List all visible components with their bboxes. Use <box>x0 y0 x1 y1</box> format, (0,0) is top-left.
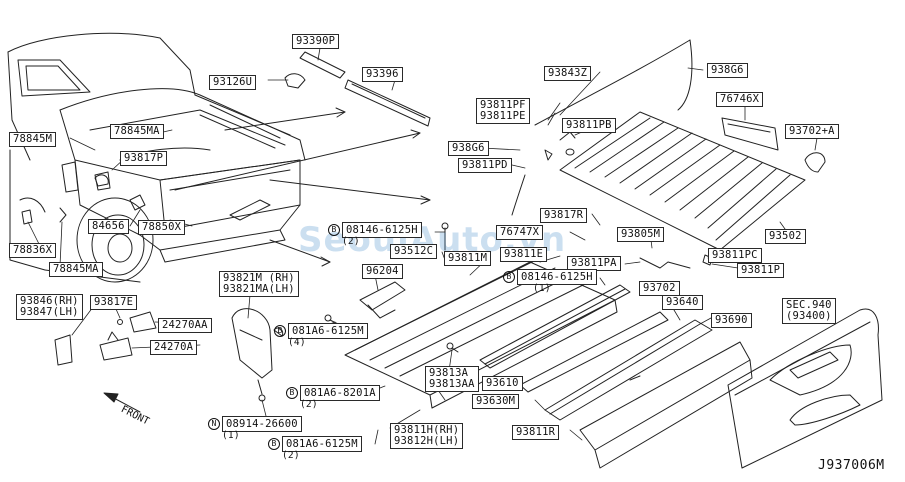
part-label-93811PD[interactable]: 93811PD <box>458 158 512 173</box>
part-label-93690[interactable]: 93690 <box>711 313 752 328</box>
part-label-93811PB[interactable]: 93811PB <box>562 118 616 133</box>
part-label-93811PF-PE[interactable]: 93811PF 93811PE <box>476 98 530 124</box>
nut-symbol-n: N <box>208 418 220 430</box>
part-label-93396[interactable]: 93396 <box>362 67 403 82</box>
section-number: SEC.940 <box>786 299 832 311</box>
part-label-93821M-MA[interactable]: 93821M (RH) 93821MA(LH) <box>219 271 299 297</box>
part-label-93811PC[interactable]: 93811PC <box>708 248 762 263</box>
part-number: 08914-26600 <box>222 416 302 432</box>
part-label-24270AA[interactable]: 24270AA <box>158 318 212 333</box>
side-rh: (RH) <box>52 295 79 307</box>
left-brackets-drawing <box>21 174 157 366</box>
quantity: (4) <box>288 337 306 348</box>
part-label-93811E[interactable]: 93811E <box>500 247 548 262</box>
part-label-93502[interactable]: 93502 <box>765 229 806 244</box>
bolt-symbol-b: B <box>286 387 298 399</box>
quantity: (1) <box>533 283 551 294</box>
part-label-93821M: 93821M <box>223 272 263 284</box>
bolt-symbol-b: B <box>328 224 340 236</box>
part-label-93846-93847[interactable]: 93846(RH) 93847(LH) <box>16 294 83 320</box>
part-label-78836X[interactable]: 78836X <box>9 243 57 258</box>
part-label-93126U[interactable]: 93126U <box>209 75 257 90</box>
side-rh: (RH) <box>433 424 460 436</box>
mudguard-drawing <box>231 308 284 402</box>
part-label-93811PF: 93811PF <box>480 99 526 111</box>
part-label-93512C[interactable]: 93512C <box>390 244 438 259</box>
side-lh: (LH) <box>52 306 79 318</box>
cross-members-drawing <box>479 284 753 469</box>
quantity: (2) <box>282 450 300 461</box>
part-label-93846: 93846 <box>20 295 53 307</box>
section-part-ref: (93400) <box>786 310 832 322</box>
part-label-78845MA-top[interactable]: 78845MA <box>110 124 164 139</box>
front-arrow-icon <box>103 392 141 413</box>
part-label-93847: 93847 <box>20 306 53 318</box>
part-number: 081A6-6125M <box>288 323 368 339</box>
part-label-78845M[interactable]: 78845M <box>9 132 57 147</box>
quantity: (2) <box>300 399 318 410</box>
part-label-93843Z[interactable]: 93843Z <box>544 66 592 81</box>
part-label-93817R[interactable]: 93817R <box>540 208 588 223</box>
part-label-93813AA: 93813AA <box>429 378 475 390</box>
part-label-96204[interactable]: 96204 <box>362 264 403 279</box>
bolt-symbol-b: B <box>503 271 515 283</box>
part-label-93630M[interactable]: 93630M <box>472 394 520 409</box>
diagram-reference-id: J937006M <box>818 458 885 473</box>
part-label-93640[interactable]: 93640 <box>662 295 703 310</box>
bolt-symbol-b: B <box>268 438 280 450</box>
part-label-93805M[interactable]: 93805M <box>617 227 665 242</box>
part-label-93813A-AA[interactable]: 93813A 93813AA <box>425 366 479 392</box>
part-label-93811P[interactable]: 93811P <box>737 263 785 278</box>
side-rh: (RH) <box>268 272 295 284</box>
part-label-93390P[interactable]: 93390P <box>292 34 340 49</box>
part-label-93610[interactable]: 93610 <box>482 376 523 391</box>
part-label-93811R[interactable]: 93811R <box>512 425 560 440</box>
part-label-76746X[interactable]: 76746X <box>716 92 764 107</box>
part-label-93702A[interactable]: 93702+A <box>785 124 839 139</box>
part-label-93817P[interactable]: 93817P <box>120 151 168 166</box>
part-label-93811H-93812H[interactable]: 93811H(RH) 93812H(LH) <box>390 423 464 449</box>
part-label-93812H: 93812H <box>394 435 434 447</box>
part-label-93821MA: 93821MA <box>223 283 269 295</box>
part-label-93811M[interactable]: 93811M <box>444 251 492 266</box>
bolt-symbol-b: B <box>274 325 286 337</box>
part-number: 08146-6125H <box>517 269 597 285</box>
part-label-93817E[interactable]: 93817E <box>90 295 138 310</box>
bed-rail-caps <box>284 51 431 127</box>
part-number: 08146-6125H <box>342 222 422 238</box>
part-label-938G6[interactable]: 938G6 <box>448 141 489 156</box>
part-number: 081A6-8201A <box>300 385 380 401</box>
part-label-93811H: 93811H <box>394 424 434 436</box>
part-label-76747X[interactable]: 76747X <box>496 225 544 240</box>
section-ref-940[interactable]: SEC.940 (93400) <box>782 298 836 324</box>
side-lh: (LH) <box>268 283 295 295</box>
part-label-93813A: 93813A <box>429 367 469 379</box>
part-label-78845MA[interactable]: 78845MA <box>49 262 103 277</box>
part-label-938G6-top[interactable]: 938G6 <box>707 63 748 78</box>
part-label-78850X[interactable]: 78850X <box>138 220 186 235</box>
leader-arrows <box>174 107 431 267</box>
quantity: (2) <box>342 236 360 247</box>
quantity: (1) <box>222 430 240 441</box>
part-label-84656[interactable]: 84656 <box>88 219 129 234</box>
tailgate-drawing <box>727 308 883 469</box>
part-label-93811PE: 93811PE <box>480 110 526 122</box>
part-number: 081A6-6125M <box>282 436 362 452</box>
part-label-24270A[interactable]: 24270A <box>150 340 198 355</box>
side-lh: (LH) <box>433 435 460 447</box>
part-label-93702[interactable]: 93702 <box>639 281 680 296</box>
